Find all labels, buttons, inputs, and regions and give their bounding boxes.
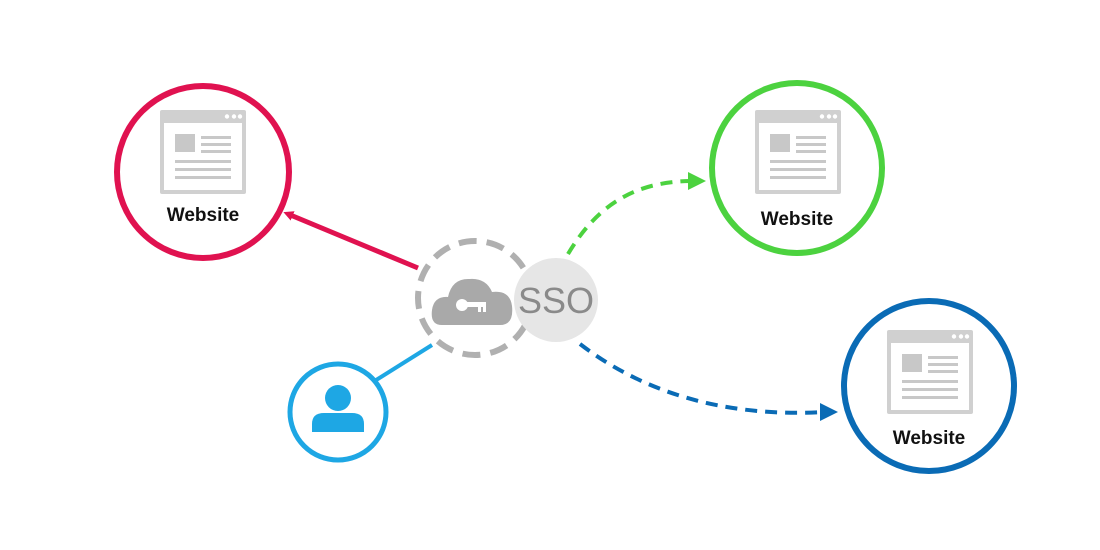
website-label: Website	[167, 205, 240, 226]
website-label: Website	[893, 428, 966, 449]
cloud-key-icon	[431, 278, 513, 325]
connection-blue-dashed	[578, 342, 827, 415]
connection-red-arrow	[283, 211, 419, 271]
website-node-red[interactable]: Website	[114, 83, 292, 261]
sso-badge	[514, 258, 598, 342]
user-icon	[312, 385, 364, 432]
arrowhead-green	[688, 172, 706, 190]
connection-user	[371, 343, 434, 384]
connection-green-dashed	[566, 179, 691, 256]
browser-window-icon	[887, 330, 973, 414]
sso-hub[interactable]: SSO	[415, 238, 598, 358]
arrowhead-blue	[820, 403, 838, 421]
sso-label: SSO	[518, 280, 594, 321]
browser-window-icon	[755, 110, 841, 194]
website-node-blue[interactable]: Website	[841, 298, 1017, 474]
browser-window-icon	[160, 110, 246, 194]
website-label: Website	[761, 209, 834, 230]
website-node-green[interactable]: Website	[709, 80, 885, 256]
user-node[interactable]	[287, 361, 389, 463]
